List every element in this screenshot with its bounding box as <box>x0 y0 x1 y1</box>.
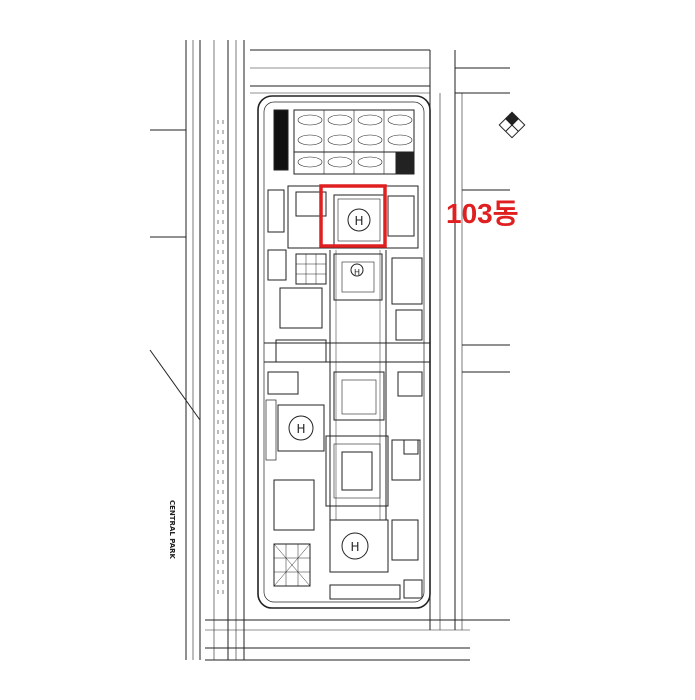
building-103-highlight <box>319 184 387 248</box>
building-103-label: 103동 <box>446 198 519 229</box>
helipad-h-103: H <box>354 214 363 228</box>
helipad-h-west: H <box>296 422 305 436</box>
helipad-h-south: H <box>350 540 359 554</box>
north-arrow-icon <box>498 111 526 139</box>
central-park-label: CENTRAL PARK <box>168 500 176 559</box>
helipad-h-middle: H <box>354 268 360 277</box>
